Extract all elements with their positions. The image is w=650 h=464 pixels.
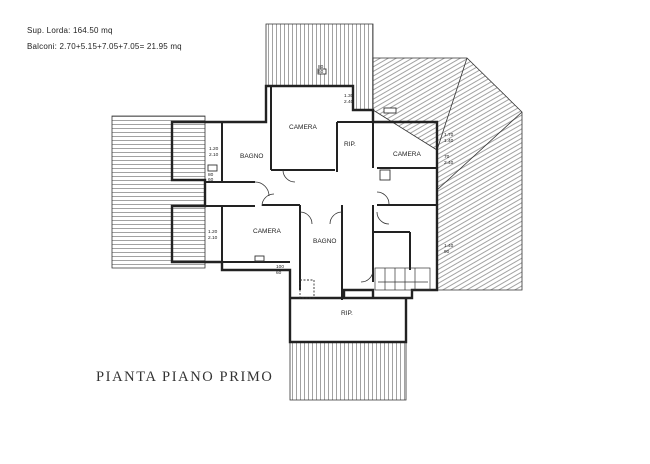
dim-1b: 2.40 (344, 99, 354, 105)
roof-bottom (289, 341, 407, 401)
interior-walls (205, 86, 437, 300)
room-bagno-center: BAGNO (313, 238, 336, 245)
room-rip-bottom: RIP. (341, 310, 353, 317)
window-marks (207, 68, 397, 299)
room-rip-top: RIP. (344, 141, 356, 148)
roof-left (111, 115, 206, 269)
dim-4b: 2.10 (209, 152, 219, 158)
dim-6b: 90 (444, 249, 450, 255)
dim-5a: 1.20 (208, 229, 218, 235)
room-labels: CAMERA RIP. CAMERA BAGNO CAMERA BAGNO RI… (240, 124, 421, 317)
dim-9a: 100 (276, 264, 284, 270)
balconies-area-label: Balconi: 2.70+5.15+7.05+7.05= 21.95 mq (27, 42, 182, 51)
dim-8a: 80 (318, 64, 324, 70)
room-camera-left: CAMERA (253, 228, 281, 235)
dim-6a: 1.40 (444, 243, 454, 249)
plan-title: PIANTA PIANO PRIMO (96, 369, 274, 385)
dim-4a: 1.20 (209, 146, 219, 152)
room-camera-right: CAMERA (393, 151, 421, 158)
dim-2b: 1.40 (444, 138, 454, 144)
room-camera-top: CAMERA (289, 124, 317, 131)
dim-7a: 80 (208, 172, 214, 178)
dim-8b: 60 (318, 69, 324, 75)
dim-9b: 60 (276, 270, 282, 276)
dim-3b: 2.40 (444, 160, 454, 166)
room-bagno-left: BAGNO (240, 153, 263, 160)
dim-2a: 1.70 (444, 132, 454, 138)
dim-3a: 70 (444, 154, 450, 160)
dim-5b: 2.10 (208, 235, 218, 241)
door-swings (254, 169, 390, 283)
roof-right (372, 57, 523, 291)
dim-1a: 1.30 (344, 93, 354, 99)
gross-area-label: Sup. Lorda: 164.50 mq (27, 26, 113, 35)
staircase (374, 267, 431, 291)
window-dimensions: 1.30 2.40 1.70 1.40 70 2.40 1.20 2.10 1.… (208, 64, 454, 276)
dim-7b: 60 (208, 177, 214, 183)
building-outline (170, 84, 439, 344)
